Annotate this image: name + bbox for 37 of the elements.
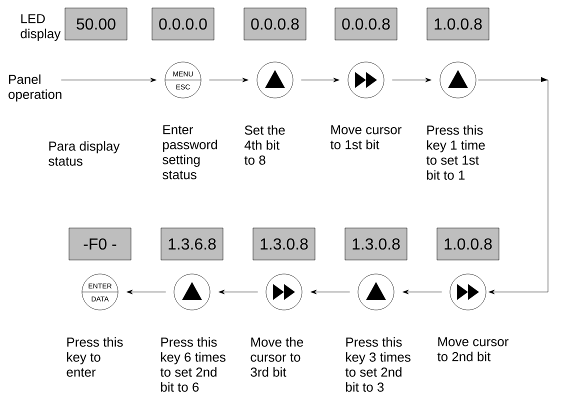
- led-display: 0.0.0.0: [152, 8, 214, 40]
- start-label: Panel operation: [8, 74, 62, 102]
- led-display: 1.3.0.8: [344, 228, 408, 260]
- arrow: [126, 290, 166, 294]
- step-description: Move the cursor to 3rd bit: [250, 337, 304, 377]
- step-description: Enter password setting status: [162, 125, 217, 180]
- arrow: [402, 290, 442, 294]
- led-display: 1.3.0.8: [252, 228, 316, 260]
- led-display: 50.00: [64, 8, 128, 40]
- led-display: 1.0.0.8: [436, 228, 500, 260]
- up-key-button: [174, 274, 210, 310]
- led-display: 1.0.0.8: [426, 8, 490, 40]
- arrow: [218, 290, 258, 294]
- step-description: Press this key 3 times to set 2nd bit to 3: [345, 337, 410, 392]
- step-description: Press this key 1 time to set 1st bit to 1: [426, 125, 485, 180]
- step-description: Press this key 6 times to set 2nd bit to 6: [160, 337, 226, 392]
- arrow: [488, 77, 548, 294]
- status-label: Para display status: [48, 141, 120, 166]
- up-key-button: [256, 62, 294, 98]
- led-display: 0.0.0.8: [334, 8, 398, 40]
- arrow: [209, 78, 248, 82]
- led-display: 0.0.0.8: [244, 8, 306, 40]
- arrow: [392, 78, 432, 82]
- led-display: 1.3.6.8: [160, 228, 224, 260]
- shift-key-button: [348, 62, 384, 98]
- led-display: -F0 -: [68, 228, 132, 260]
- step-description: Press this key to enter: [66, 337, 123, 377]
- step-description: Move cursor to 1st bit: [330, 125, 402, 150]
- arrow: [310, 290, 350, 294]
- shift-key-button: [450, 274, 486, 310]
- shift-key-button: [266, 274, 302, 310]
- step-description: Set the 4th bit to 8: [244, 125, 285, 165]
- up-key-button: [440, 62, 476, 98]
- arrow: [61, 78, 156, 82]
- arrow: [301, 78, 340, 82]
- up-key-button: [358, 274, 394, 310]
- step-description: Move cursor to 2nd bit: [437, 337, 508, 362]
